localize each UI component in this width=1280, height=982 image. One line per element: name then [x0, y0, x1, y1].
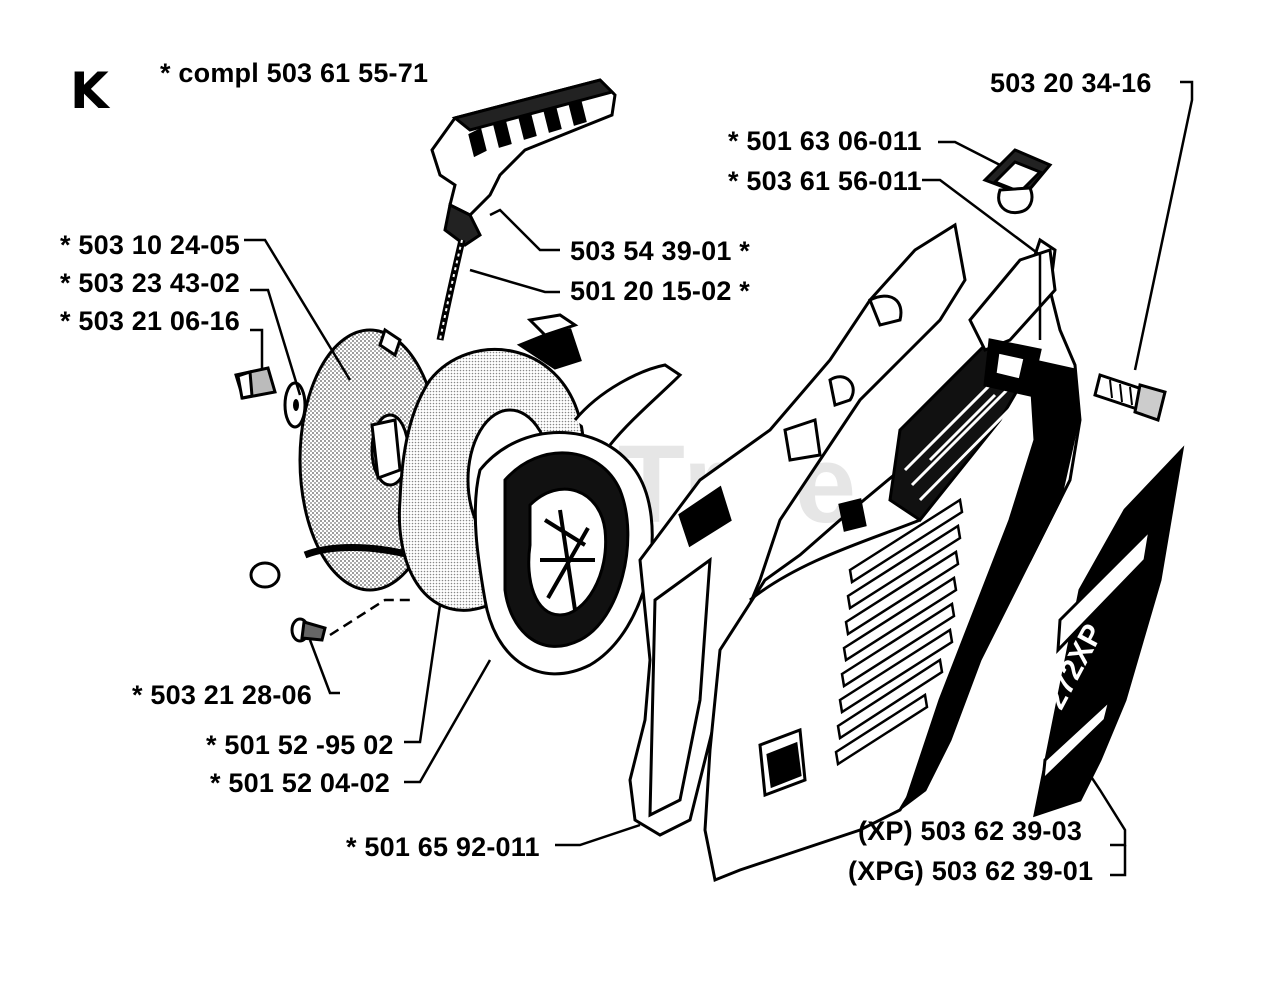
- starter-housing: [628, 222, 967, 837]
- label-503-21-06-16: * 503 21 06-16: [60, 306, 240, 336]
- label-501-20-15-02: 501 20 15-02 *: [570, 276, 750, 306]
- label-503-10-24-05: * 503 10 24-05: [60, 230, 240, 260]
- label-compl: * compl 503 61 55-71: [160, 58, 429, 88]
- pin-guide: [329, 598, 410, 637]
- label-501-52-95-02: * 501 52 -95 02: [206, 730, 394, 760]
- flywheel-fan: [473, 363, 683, 676]
- starter-handle: [430, 78, 617, 247]
- label-501-52-04-02: * 501 52 04-02: [210, 768, 390, 798]
- pulley-bolt: [234, 366, 277, 400]
- label-xpg: (XPG) 503 62 39-01: [848, 856, 1094, 886]
- pawl-pin: [290, 617, 327, 643]
- side-cover: [703, 237, 1082, 883]
- decal: [1033, 445, 1185, 818]
- label-503-20-34-16: 503 20 34-16: [990, 68, 1152, 98]
- label-503-23-43-02: * 503 23 43-02: [60, 268, 240, 298]
- label-501-63-06-011: * 501 63 06-011: [728, 126, 922, 156]
- label-501-65-92-011: * 501 65 92-011: [346, 832, 540, 862]
- label-503-61-56-011: * 503 61 56-011: [728, 166, 922, 196]
- label-503-21-28-06: * 503 21 28-06: [132, 680, 312, 710]
- rope-knob: [249, 561, 281, 589]
- section-letter: K: [70, 62, 109, 120]
- leader-lines: [244, 80, 1194, 877]
- grommet: [982, 148, 1053, 215]
- rope-end: [303, 544, 411, 559]
- label-503-54-39-01: 503 54 39-01 *: [570, 236, 750, 266]
- cover-bolt: [1093, 373, 1167, 422]
- label-xp: (XP) 503 62 39-03: [858, 816, 1083, 846]
